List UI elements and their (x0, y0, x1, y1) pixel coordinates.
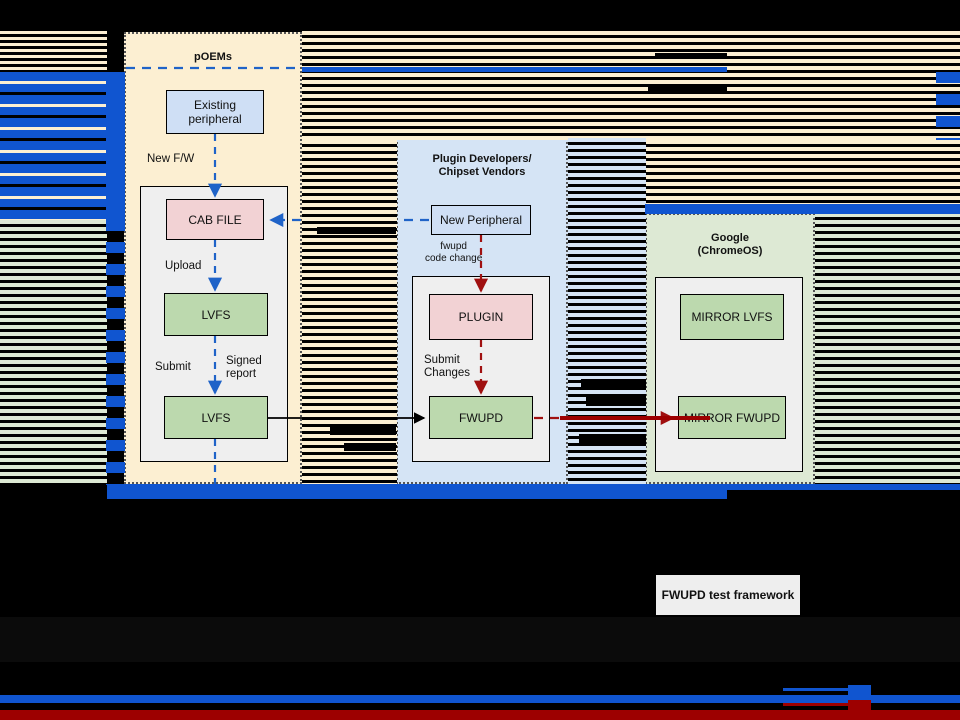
node-existing-peripheral-label: Existing peripheral (188, 98, 242, 126)
node-fwupd-test-framework[interactable]: FWUPD test framework (656, 575, 800, 615)
node-fwupd[interactable]: FWUPD (429, 396, 533, 439)
edge-label-submit: Submit (155, 361, 191, 373)
node-plugin-label: PLUGIN (458, 310, 504, 324)
panel-poems-title: pOEMs (194, 51, 232, 63)
edge-label-new-fw: New F/W (147, 153, 195, 165)
edge-label-submit-changes: Submit Changes (424, 354, 471, 379)
panel-plugin-developers-title: Plugin Developers/ Chipset Vendors (432, 153, 532, 178)
edge-label-upload: Upload (165, 260, 202, 272)
edge-label-fwupd-code-change: fwupd code change (425, 241, 483, 264)
node-mirror-lvfs[interactable]: MIRROR LVFS (680, 294, 784, 340)
node-fwupd-label: FWUPD (459, 410, 503, 425)
edge-label-signed-report: Signed report (226, 355, 262, 380)
node-mirror-lvfs-label: MIRROR LVFS (691, 310, 773, 324)
node-lvfs-submit-label: LVFS (201, 410, 231, 425)
node-cab-file-label: CAB FILE (188, 212, 242, 227)
node-lvfs-upload[interactable]: LVFS (164, 293, 268, 336)
panel-google-chromeos-title: Google (ChromeOS) (697, 232, 763, 257)
node-lvfs-submit[interactable]: LVFS (164, 396, 268, 439)
node-existing-peripheral[interactable]: Existing peripheral (166, 90, 264, 134)
node-fwupd-test-framework-label: FWUPD test framework (661, 588, 795, 602)
node-new-peripheral[interactable]: New Peripheral (431, 205, 531, 235)
node-mirror-fwupd-label: MIRROR FWUPD (684, 410, 780, 425)
node-cab-file[interactable]: CAB FILE (166, 199, 264, 240)
node-plugin[interactable]: PLUGIN (429, 294, 533, 340)
node-lvfs-upload-label: LVFS (201, 307, 231, 322)
node-new-peripheral-label: New Peripheral (439, 213, 523, 227)
